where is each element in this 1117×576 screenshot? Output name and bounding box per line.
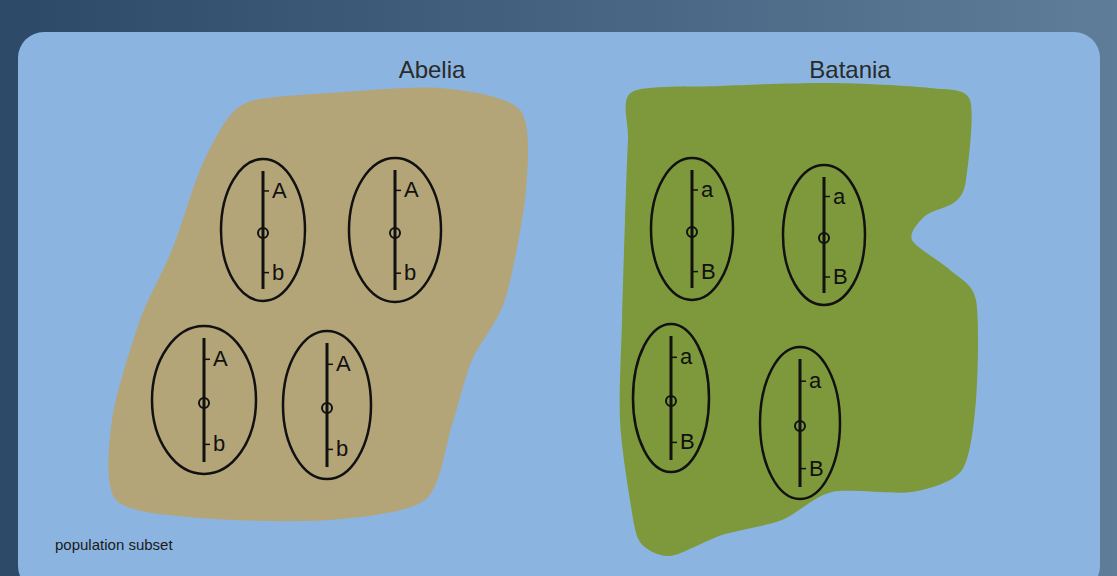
gene-locus: [824, 276, 830, 278]
island: AbeliaAbAbAbAb: [96, 50, 540, 530]
allele-label: B: [701, 261, 716, 283]
cell-outline: [757, 344, 843, 502]
island-fill: [108, 87, 528, 521]
chromosome: [823, 177, 826, 293]
allele-label: B: [833, 266, 848, 288]
allele-label: a: [833, 186, 845, 208]
gene-locus: [824, 196, 830, 198]
chromosome: [262, 171, 265, 289]
allele-label: B: [680, 431, 695, 453]
cell-membrane: [349, 158, 441, 302]
allele-label: b: [404, 262, 416, 284]
cell: Ab: [346, 155, 444, 305]
allele-label: B: [809, 458, 824, 480]
cell: Ab: [218, 156, 308, 304]
island-name: Abelia: [399, 58, 466, 82]
island-shape: [96, 50, 540, 530]
island: BataniaaBaBaBaB: [606, 50, 990, 565]
cell-membrane: [283, 331, 371, 479]
allele-label: b: [336, 438, 348, 460]
cell-outline: [630, 321, 712, 475]
caption-note: population subset: [55, 536, 173, 553]
cell: aB: [630, 321, 712, 475]
island-fill: [620, 83, 978, 556]
allele-label: A: [272, 180, 287, 202]
island-name: Batania: [809, 58, 890, 82]
cell-outline: [218, 156, 308, 304]
cell-outline: [780, 162, 868, 308]
centromere: [795, 421, 805, 431]
cell-outline: [648, 155, 736, 303]
gene-locus: [204, 359, 210, 361]
cell: Ab: [149, 323, 259, 477]
gene-locus: [395, 272, 401, 274]
chromosome: [691, 170, 694, 288]
gene-locus: [395, 190, 401, 192]
chromosome: [326, 343, 329, 467]
cell: Ab: [280, 328, 374, 482]
centromere: [666, 396, 676, 406]
gene-locus: [263, 272, 269, 274]
cell-outline: [280, 328, 374, 482]
centromere: [819, 233, 829, 243]
cell-membrane: [221, 159, 305, 301]
allele-label: a: [701, 179, 713, 201]
allele-label: a: [680, 346, 692, 368]
gene-locus: [692, 189, 698, 191]
gene-locus: [204, 444, 210, 446]
cell-membrane: [633, 324, 709, 472]
gene-locus: [327, 449, 333, 451]
allele-label: A: [213, 348, 228, 370]
gene-locus: [800, 468, 806, 470]
cell-outline: [149, 323, 259, 477]
cell-membrane: [783, 165, 865, 305]
gene-locus: [263, 190, 269, 192]
cell-membrane: [651, 158, 733, 300]
cell: aB: [648, 155, 736, 303]
centromere: [199, 398, 209, 408]
centromere: [322, 403, 332, 413]
island-shape: [606, 50, 990, 565]
gene-locus: [671, 442, 677, 444]
sea-panel: [18, 32, 1100, 576]
allele-label: b: [213, 433, 225, 455]
cell: aB: [780, 162, 868, 308]
centromere: [258, 228, 268, 238]
chromosome: [799, 359, 802, 487]
cell-membrane: [152, 326, 256, 474]
chromosome: [394, 170, 397, 290]
gene-locus: [800, 380, 806, 382]
allele-label: A: [336, 353, 351, 375]
gene-locus: [327, 364, 333, 366]
chromosome: [203, 338, 206, 462]
allele-label: a: [809, 370, 821, 392]
cell-outline: [346, 155, 444, 305]
chromosome: [670, 336, 673, 460]
gene-locus: [692, 271, 698, 273]
allele-label: A: [404, 179, 419, 201]
gene-locus: [671, 357, 677, 359]
allele-label: b: [272, 262, 284, 284]
cell: aB: [757, 344, 843, 502]
centromere: [390, 228, 400, 238]
cell-membrane: [760, 347, 840, 499]
centromere: [687, 227, 697, 237]
